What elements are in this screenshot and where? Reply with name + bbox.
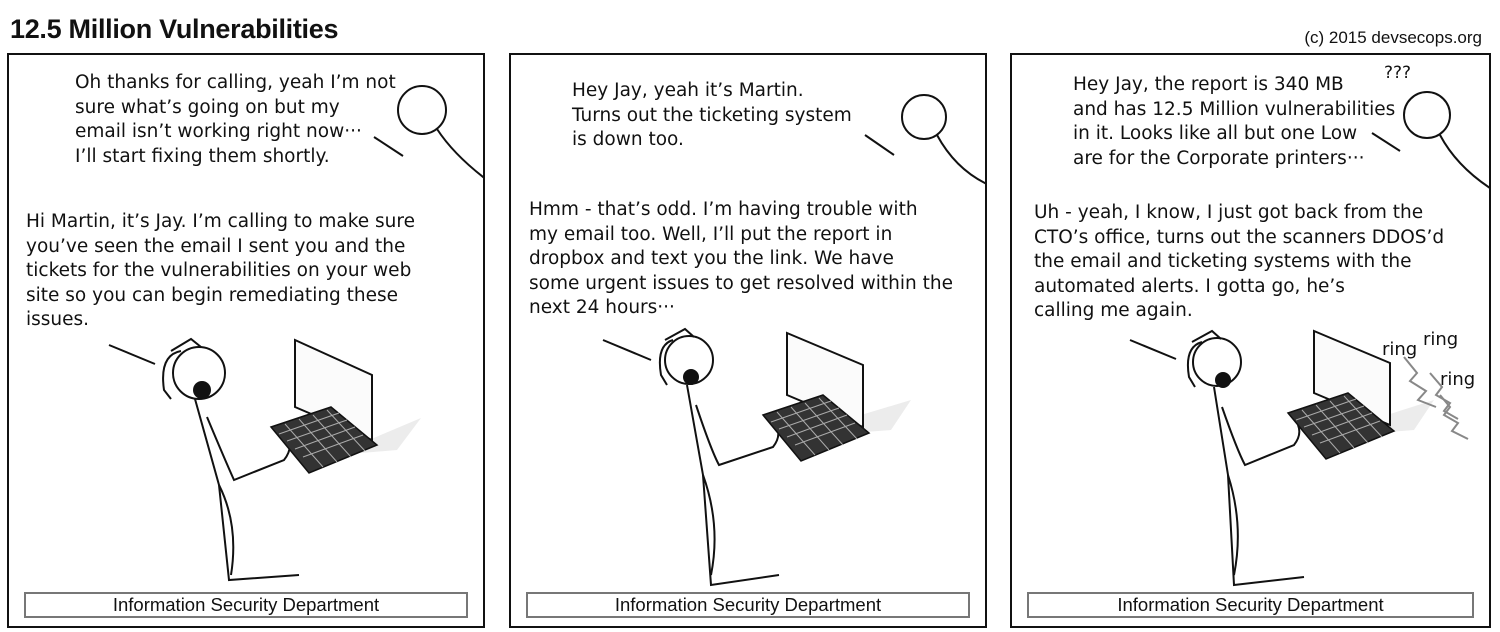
panel-1-artwork xyxy=(108,85,483,582)
headset-earpiece xyxy=(683,369,699,385)
panel-caption: Information Security Department xyxy=(1027,592,1474,618)
headset-earpiece xyxy=(193,381,211,399)
laptop xyxy=(269,338,421,474)
comic-panel-3: Hey Jay, the report is 340 MB and has 12… xyxy=(1010,53,1491,628)
comic-title: 12.5 Million Vulnerabilities xyxy=(10,14,339,44)
analyst-speech-bubble: Hi Martin, it’s Jay. I’m calling to make… xyxy=(26,211,415,330)
laptop xyxy=(1286,329,1434,460)
caller-figure xyxy=(373,85,483,179)
phone-ringing-zigzag xyxy=(1403,356,1469,440)
ring-sound-3: ring xyxy=(1440,369,1476,390)
comic-panel-2: Hey Jay, yeah it’s Martin. Turns out the… xyxy=(509,53,987,628)
analyst-figure xyxy=(108,337,300,582)
panel-3-artwork xyxy=(1129,91,1489,587)
caller-figure xyxy=(864,94,985,185)
ring-sound-1: ring xyxy=(1382,339,1418,360)
panel-caption: Information Security Department xyxy=(526,592,970,618)
confused-marks: ??? xyxy=(1384,63,1412,83)
laptop xyxy=(761,331,911,462)
analyst-speech-bubble: Uh - yeah, I know, I just got back from … xyxy=(1034,202,1445,321)
comic-panel-1: Oh thanks for calling, yeah I’m not sure… xyxy=(7,53,485,628)
caller-figure xyxy=(1371,91,1489,189)
caller-speech-bubble: Hey Jay, the report is 340 MB and has 12… xyxy=(1073,74,1396,169)
caller-speech-bubble: Oh thanks for calling, yeah I’m not sure… xyxy=(75,72,396,167)
headset-earpiece xyxy=(1215,372,1231,388)
analyst-figure xyxy=(1129,329,1305,587)
panel-2-artwork xyxy=(602,94,985,587)
copyright-notice: (c) 2015 devsecops.org xyxy=(1304,28,1482,47)
analyst-speech-bubble: Hmm - that’s odd. I’m having trouble wit… xyxy=(529,199,953,318)
panel-caption: Information Security Department xyxy=(24,592,468,618)
analyst-figure xyxy=(602,327,780,587)
ring-sound-2: ring xyxy=(1423,329,1459,350)
caller-speech-bubble: Hey Jay, yeah it’s Martin. Turns out the… xyxy=(572,80,852,150)
